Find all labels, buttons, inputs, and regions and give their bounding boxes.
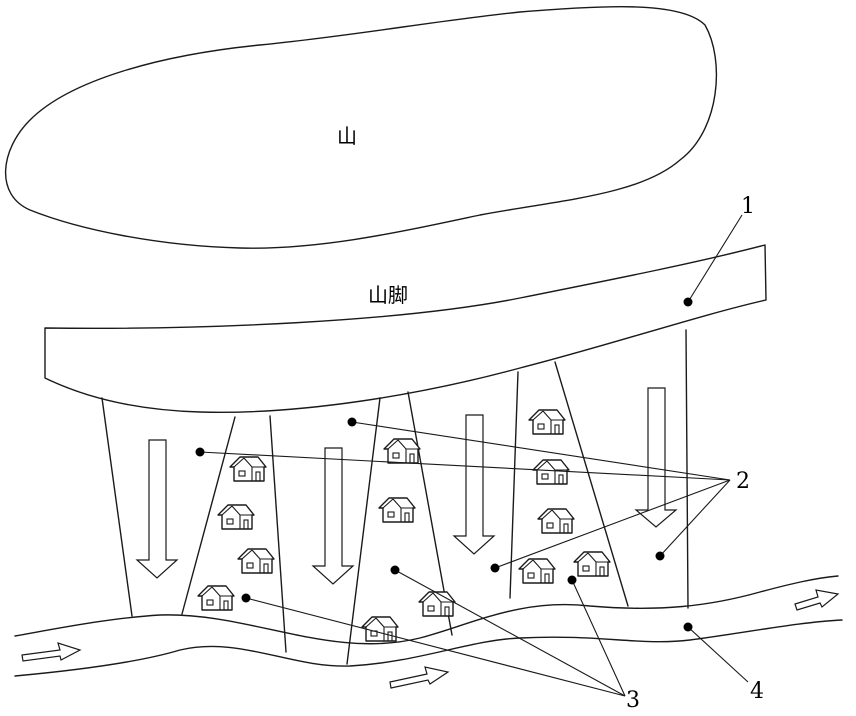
foothill-label: 山脚 (368, 283, 408, 307)
house-icon (419, 592, 455, 616)
river-arrow (390, 667, 448, 688)
house-icon (519, 559, 555, 583)
house-icon (533, 460, 569, 484)
down-arrow (636, 388, 676, 527)
down-arrow (454, 415, 494, 554)
river-arrow (795, 590, 838, 610)
house-icon (384, 439, 420, 463)
house-icon (529, 410, 565, 434)
house-icon (538, 509, 574, 533)
foothill-band (45, 245, 766, 412)
label-1: 1 (741, 194, 755, 219)
down-arrow (313, 448, 353, 584)
label-2: 2 (736, 469, 750, 494)
mountain-label: 山 (337, 124, 357, 148)
house-icon (379, 498, 415, 522)
label-4: 4 (750, 679, 764, 704)
house-icon (230, 457, 266, 481)
mountain-outline (6, 7, 717, 248)
house-icon (574, 552, 610, 576)
label-3: 3 (626, 688, 640, 713)
down-arrow (137, 440, 177, 578)
houses (198, 410, 610, 641)
house-icon (218, 505, 254, 529)
house-icon (198, 586, 234, 610)
river-arrow (22, 643, 80, 661)
house-icon (238, 549, 274, 573)
